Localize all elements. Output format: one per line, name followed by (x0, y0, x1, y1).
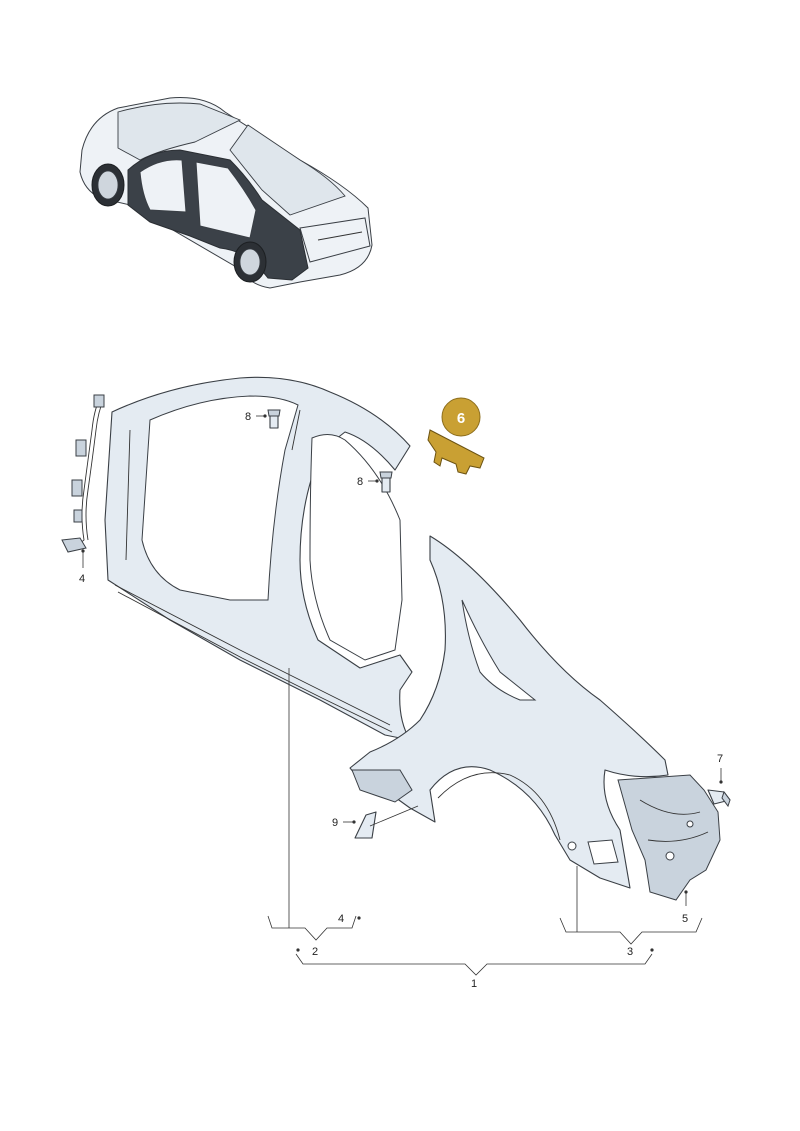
callout-7: 7 (717, 753, 723, 765)
callout-6-badge (441, 397, 481, 437)
wiring-harness-part (61, 394, 105, 553)
callout-4-harness: 4 (79, 573, 85, 585)
callout-6: 6 (457, 410, 465, 427)
fastener-lower-part (379, 471, 393, 493)
callout-4-group: 4 (338, 913, 344, 925)
rear-inner-panel-part (617, 774, 721, 901)
callout-2: 2 (312, 946, 318, 958)
callout-8-lower: 8 (357, 476, 363, 488)
patch-9-part (354, 811, 377, 839)
fastener-7-part (707, 789, 731, 808)
highlighted-bracket-part (427, 429, 485, 475)
callout-5: 5 (682, 913, 688, 925)
callout-3: 3 (627, 946, 633, 958)
callout-1: 1 (471, 978, 477, 990)
overview-car-illustration (79, 97, 373, 289)
fastener-upper-part (267, 409, 281, 429)
callout-9: 9 (332, 817, 338, 829)
side-panel-frame-part (104, 376, 413, 741)
callout-8-upper: 8 (245, 411, 251, 423)
rear-quarter-panel-part (349, 535, 669, 889)
